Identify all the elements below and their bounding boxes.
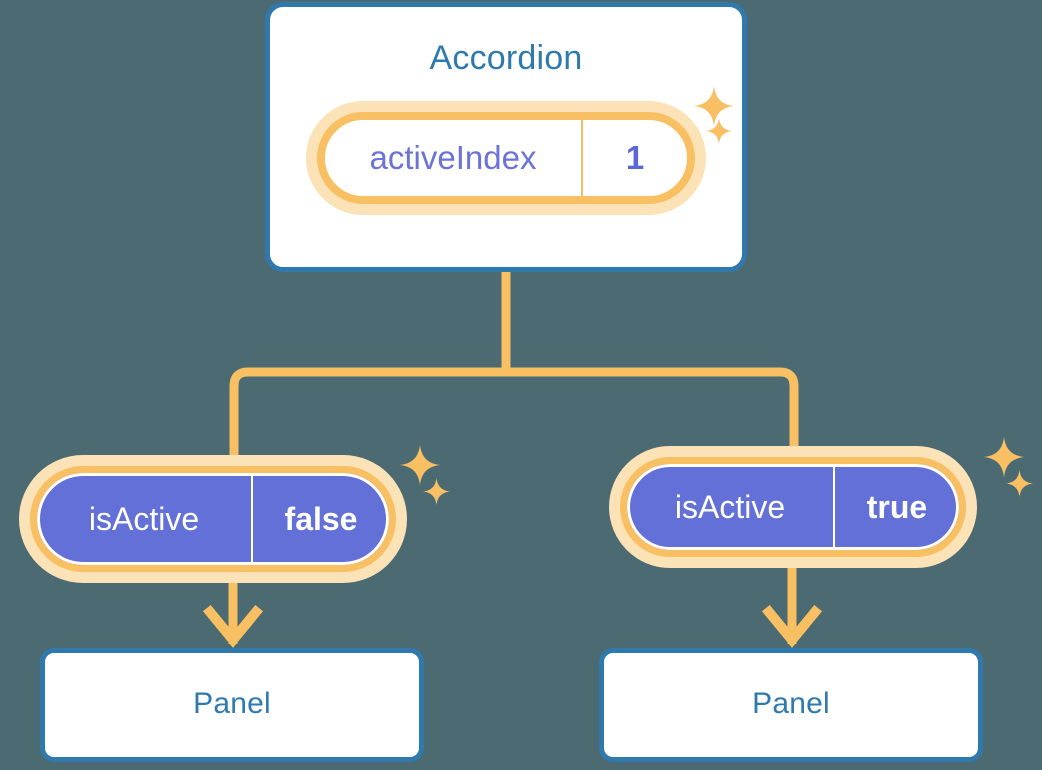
sparkle-large-icon	[400, 445, 440, 485]
sparkle-small-icon	[423, 478, 450, 505]
sparkle-small-icon	[1006, 470, 1033, 497]
prop-badge-body: isActive false	[30, 466, 396, 572]
panel-title-left: Panel	[193, 687, 271, 720]
prop-key-is-active-right: isActive	[627, 464, 835, 550]
prop-value-is-active-left: false	[284, 500, 358, 537]
prop-badge-body: isActive true	[620, 457, 966, 557]
prop-key-is-active-left: isActive	[37, 473, 253, 565]
panel-component-card-left[interactable]: Panel	[40, 648, 424, 762]
prop-badge-active-index[interactable]: activeIndex 1	[306, 101, 706, 215]
prop-badge-is-active-true[interactable]: isActive true	[609, 446, 977, 568]
panel-title-right: Panel	[752, 687, 830, 720]
panel-component-card-right[interactable]: Panel	[599, 648, 983, 762]
prop-value-is-active-right: true	[866, 488, 928, 525]
prop-badge-is-active-false[interactable]: isActive false	[19, 455, 407, 583]
prop-key-active-index: activeIndex	[325, 120, 583, 196]
arrow-down-icon-right	[761, 604, 823, 648]
accordion-title: Accordion	[429, 39, 583, 77]
prop-value-active-index: 1	[625, 139, 645, 176]
prop-badge-body: activeIndex 1	[317, 112, 695, 204]
arrow-down-icon-left	[202, 604, 264, 648]
sparkle-large-icon	[984, 437, 1024, 477]
